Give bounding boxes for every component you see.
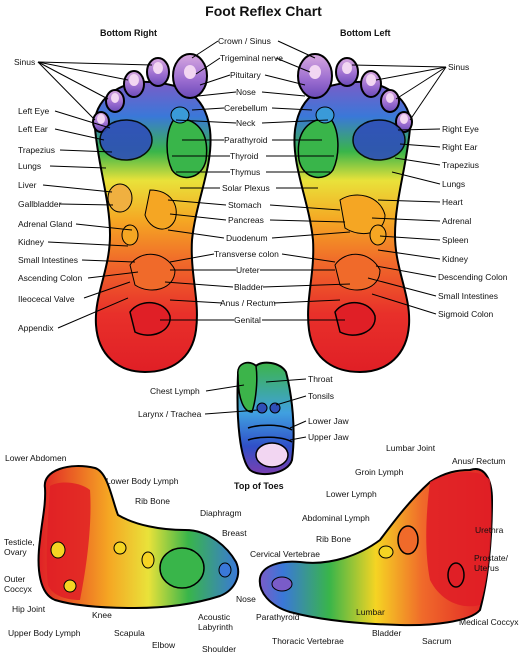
label-lower-lymph: Lower Lymph — [326, 489, 377, 499]
label-ascending-colon: Ascending Colon — [18, 273, 83, 283]
label-adrenal-gland: Adrenal Gland — [18, 219, 73, 229]
heading-bottom-right: Bottom Right — [100, 28, 157, 38]
label-thyroid: Thyroid — [230, 151, 259, 161]
label-anus-rectum-side: Anus/ Rectum — [452, 456, 506, 466]
label-rib-bone-outer: Rib Bone — [135, 496, 170, 506]
label-hip-joint: Hip Joint — [12, 604, 46, 614]
label-descending-colon: Descending Colon — [438, 272, 508, 282]
label-rib-bone-inner: Rib Bone — [316, 534, 351, 544]
outer-side-foot — [37, 465, 240, 610]
label-outer-coccyx: Outer Coccyx — [4, 574, 32, 594]
label-transverse-colon: Transverse colon — [214, 249, 279, 259]
label-nose-side: Nose — [236, 594, 256, 604]
label-medical-coccyx: Medical Coccyx — [459, 617, 519, 627]
label-bladder-side: Bladder — [372, 628, 402, 638]
label-lower-body-lymph: Lower Body Lymph — [106, 476, 179, 486]
label-lungs-left: Lungs — [18, 161, 42, 171]
label-crown-sinus: Crown / Sinus — [218, 36, 271, 46]
label-elbow: Elbow — [152, 640, 176, 650]
label-small-intestines-left: Small Intestines — [18, 255, 78, 265]
label-urethra: Urethra — [475, 525, 504, 535]
label-sinus-left: Sinus — [14, 57, 36, 67]
label-sinus-right: Sinus — [448, 62, 470, 72]
label-solar-plexus: Solar Plexus — [222, 183, 270, 193]
label-neck: Neck — [236, 118, 256, 128]
label-thoracic-vertebrae: Thoracic Vertebrae — [272, 636, 344, 646]
label-pituitary: Pituitary — [230, 70, 261, 80]
heading-bottom-left: Bottom Left — [340, 28, 391, 38]
label-stomach: Stomach — [228, 200, 262, 210]
label-genital: Genital — [234, 315, 261, 325]
label-kidney-right: Kidney — [442, 254, 468, 264]
label-larynx-trachea: Larynx / Trachea — [138, 409, 202, 419]
label-lumbar: Lumbar — [356, 607, 385, 617]
leader-lines — [37, 40, 447, 441]
label-trapezius-left: Trapezius — [18, 145, 56, 155]
label-sigmoid-colon: Sigmoid Colon — [438, 309, 494, 319]
label-right-eye: Right Eye — [442, 124, 479, 134]
label-nose: Nose — [236, 87, 256, 97]
label-heart: Heart — [442, 197, 463, 207]
label-right-ear: Right Ear — [442, 142, 478, 152]
label-cerebellum: Cerebellum — [224, 103, 268, 113]
label-lungs-right: Lungs — [442, 179, 466, 189]
label-left-ear: Left Ear — [18, 124, 48, 134]
right-sole — [92, 53, 212, 374]
inner-side-foot — [258, 468, 494, 627]
label-appendix: Appendix — [18, 323, 54, 333]
label-knee: Knee — [92, 610, 112, 620]
label-parathyroid-side: Parathyroid — [256, 612, 300, 622]
label-lower-jaw: Lower Jaw — [308, 416, 349, 426]
label-ureter: Ureter — [236, 265, 260, 275]
label-breast: Breast — [222, 528, 247, 538]
left-sole — [293, 53, 413, 374]
label-ileocecal-valve: Ileocecal Valve — [18, 294, 75, 304]
label-spleen: Spleen — [442, 235, 469, 245]
label-shoulder: Shoulder — [202, 644, 237, 654]
label-anus-rectum: Anus / Rectum — [220, 298, 276, 308]
label-kidney-left: Kidney — [18, 237, 44, 247]
label-lower-abdomen: Lower Abdomen — [5, 453, 67, 463]
label-thymus: Thymus — [230, 167, 261, 177]
label-lumbar-joint: Lumbar Joint — [386, 443, 436, 453]
heading-top-of-toes: Top of Toes — [234, 481, 284, 491]
label-groin-lymph: Groin Lymph — [355, 467, 404, 477]
label-left-eye: Left Eye — [18, 106, 50, 116]
label-small-intestines-right: Small Intestines — [438, 291, 498, 301]
label-pancreas: Pancreas — [228, 215, 264, 225]
label-liver: Liver — [18, 180, 37, 190]
label-sacrum: Sacrum — [422, 636, 452, 646]
label-throat: Throat — [308, 374, 333, 384]
label-diaphragm: Diaphragm — [200, 508, 242, 518]
page-title: Foot Reflex Chart — [205, 3, 322, 19]
label-testicle-ovary: Testicle, Ovary — [4, 537, 35, 557]
label-bladder: Bladder — [234, 282, 264, 292]
label-prostate-uterus: Prostate/ Uterus — [474, 553, 509, 573]
label-scapula: Scapula — [114, 628, 145, 638]
label-trapezius-right: Trapezius — [442, 160, 480, 170]
label-gallbladder: Gallbladder — [18, 199, 62, 209]
top-of-toes — [236, 361, 295, 476]
label-parathyroid: Parathyroid — [224, 135, 268, 145]
label-abdominal-lymph: Abdominal Lymph — [302, 513, 370, 523]
label-duodenum: Duodenum — [226, 233, 268, 243]
label-acoustic-labyrinth: Acoustic Labyrinth — [198, 612, 233, 632]
label-tonsils: Tonsils — [308, 391, 334, 401]
label-adrenal: Adrenal — [442, 216, 472, 226]
label-chest-lymph: Chest Lymph — [150, 386, 200, 396]
label-cervical-vertebrae: Cervical Vertebrae — [250, 549, 320, 559]
label-trigeminal-nerve: Trigeminal nerve — [220, 53, 283, 63]
label-upper-body-lymph: Upper Body Lymph — [8, 628, 81, 638]
label-upper-jaw: Upper Jaw — [308, 432, 349, 442]
